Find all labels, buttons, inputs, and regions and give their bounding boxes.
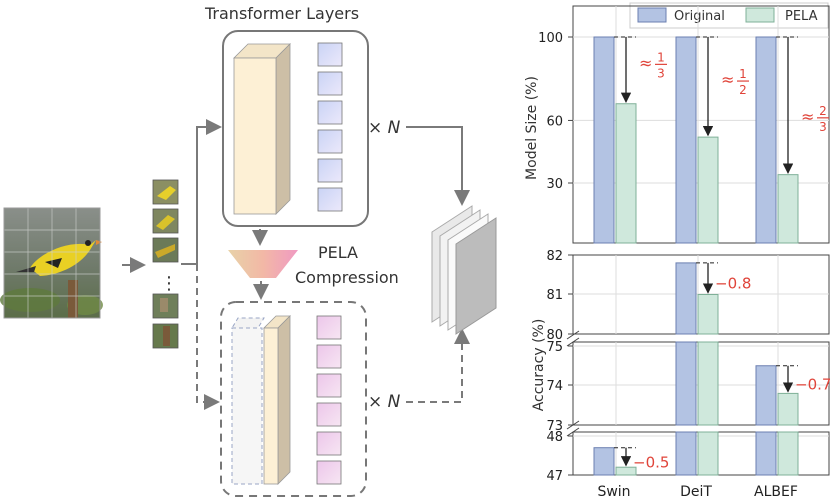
token xyxy=(316,402,342,427)
acc-bar-pela xyxy=(697,431,719,476)
token xyxy=(317,129,343,154)
token xyxy=(317,158,343,183)
size-bar-original xyxy=(675,36,697,244)
size-bar-pela xyxy=(777,174,799,244)
size-bar-pela xyxy=(697,136,719,244)
token xyxy=(317,71,343,96)
legend-swatch-original xyxy=(637,7,667,23)
compressed-slab xyxy=(263,315,291,485)
x-tick-label: DeiT xyxy=(680,484,712,500)
output-feature-stack xyxy=(431,205,497,335)
acc-bar-original xyxy=(675,341,697,426)
legend-label-pela: PELA xyxy=(785,9,818,24)
acc-tick-label: 80 xyxy=(546,328,563,343)
size-tick-label: 60 xyxy=(546,114,563,129)
repeat-label-bottom: × N xyxy=(368,392,401,412)
patch-ellipsis: ⋮ xyxy=(160,273,178,294)
size-annotation-num: 1 xyxy=(657,50,665,64)
size-bar-original xyxy=(593,36,615,244)
arrow-bottom-to-stack xyxy=(406,328,470,403)
acc-ylabel: Accuracy (%) xyxy=(531,319,547,412)
size-bar-pela xyxy=(615,103,637,244)
legend-swatch-pela xyxy=(745,7,775,23)
size-tick-label: 100 xyxy=(538,31,563,46)
weight-slab xyxy=(233,43,291,215)
compressed-box xyxy=(220,301,367,497)
x-tick-label: Swin xyxy=(597,484,630,500)
acc-bar-original xyxy=(755,431,777,476)
acc-tick-label: 73 xyxy=(546,419,563,434)
acc-bar-original xyxy=(675,431,697,476)
arrow-to-transformer xyxy=(181,119,222,265)
acc-tick-label: 81 xyxy=(546,288,563,303)
patch-column: ⋮ xyxy=(152,179,179,349)
size-annotation-prefix: ≈ xyxy=(639,53,652,72)
acc-bar-original xyxy=(593,447,615,476)
acc-bar-pela xyxy=(615,466,637,476)
compression-label-1: PELA xyxy=(318,243,358,262)
size-tick-label: 30 xyxy=(546,177,563,192)
token-column-compressed xyxy=(316,315,342,485)
acc-annotation: −0.7 xyxy=(795,376,830,394)
size-annotation-prefix: ≈ xyxy=(801,107,814,126)
chart-marks: 30 60 100 ≈1 3 ≈1 2 ≈2 3 80 81 82 73 74 75 47 48 −0.5 −0.8… xyxy=(538,6,830,500)
size-annotation-den: 3 xyxy=(819,120,827,134)
acc-annotation: −0.8 xyxy=(715,275,751,293)
acc-bar-original xyxy=(755,365,777,426)
transformer-box xyxy=(222,30,369,227)
bird-image xyxy=(0,207,103,319)
size-annotation-prefix: ≈ xyxy=(721,70,734,89)
acc-bar-pela xyxy=(777,431,799,476)
token xyxy=(317,187,343,212)
acc-bar-pela xyxy=(697,341,719,426)
size-annotation-num: 2 xyxy=(819,104,827,118)
size-annotation-den: 3 xyxy=(657,66,665,80)
size-ylabel: Model Size (%) xyxy=(524,76,540,180)
compression-trapezoid xyxy=(228,250,298,278)
acc-tick-label: 48 xyxy=(546,430,563,445)
acc-tick-label: 74 xyxy=(546,379,563,394)
compression-label-2: Compression xyxy=(295,268,399,287)
charts: Original PELA Model Size (%) Accuracy (%… xyxy=(524,2,830,500)
acc-tick-label: 47 xyxy=(546,469,563,484)
token xyxy=(316,315,342,340)
legend: Original PELA xyxy=(629,2,829,29)
transformer-title: Transformer Layers xyxy=(204,4,359,23)
diagram: ⋮ Transformer Layers PELA xyxy=(0,4,497,497)
acc-annotation: −0.5 xyxy=(633,453,669,471)
axis-break-marks xyxy=(566,330,580,437)
acc-bar-original xyxy=(675,262,697,335)
token xyxy=(316,460,342,485)
ghost-slab xyxy=(231,317,265,485)
size-annotation-den: 2 xyxy=(739,83,747,97)
x-tick-label: ALBEF xyxy=(754,484,798,500)
token xyxy=(317,100,343,125)
acc-tick-label: 82 xyxy=(546,249,563,264)
acc-tick-label: 75 xyxy=(546,340,563,355)
token xyxy=(316,431,342,456)
size-annotation-num: 1 xyxy=(739,67,747,81)
arrow-top-to-stack xyxy=(406,126,470,206)
acc-bar-pela xyxy=(697,294,719,335)
size-bar-original xyxy=(755,36,777,244)
acc-bar-pela xyxy=(777,392,799,426)
token xyxy=(316,373,342,398)
repeat-label-top: × N xyxy=(368,118,401,138)
token xyxy=(316,344,342,369)
arrow-to-compressed xyxy=(196,264,220,410)
token xyxy=(317,42,343,67)
legend-label-original: Original xyxy=(674,9,725,24)
token-column-original xyxy=(317,42,343,212)
